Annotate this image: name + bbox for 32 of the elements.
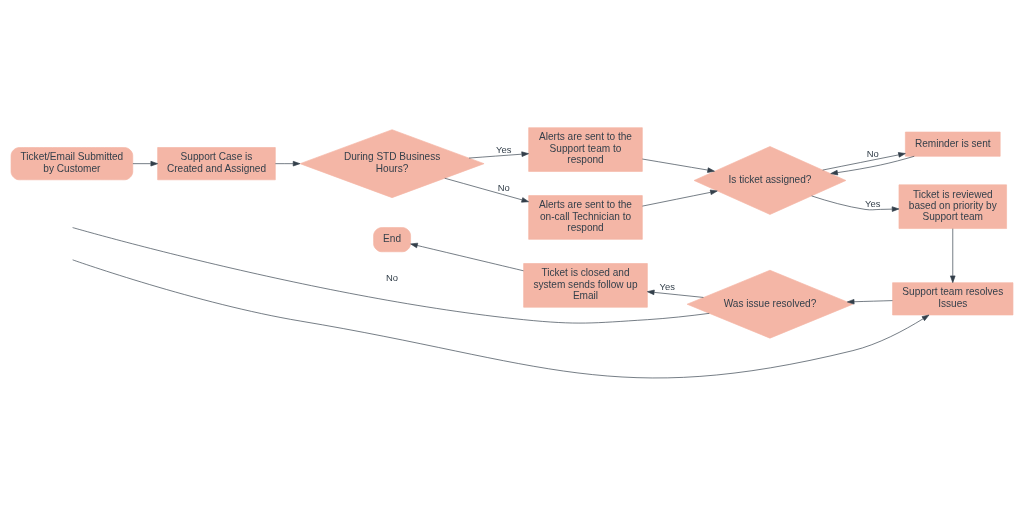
edge-label: Yes (659, 281, 675, 293)
arrow (830, 155, 915, 176)
edge-label: No (497, 182, 510, 194)
node-box: Ticket is reviewed based on priority by Support team (898, 184, 1007, 229)
arrow (275, 160, 301, 167)
edge-label: No (386, 271, 399, 283)
arrow (410, 242, 524, 272)
edge-label: No (866, 148, 879, 160)
node-box: Support team resolves Issues (892, 282, 1014, 316)
node-box: Reminder is sent (905, 131, 1001, 157)
edge-label: Yes (496, 144, 512, 156)
arrow (468, 151, 529, 159)
node-box: Alerts are sent to the Support team to respond (528, 127, 643, 172)
arrow (132, 160, 158, 167)
edge-label: Yes (865, 197, 881, 209)
arrow (444, 177, 529, 203)
arrow (647, 289, 704, 298)
arrow (822, 152, 906, 171)
arrow (642, 189, 718, 207)
arrow (72, 259, 930, 379)
node-diamond: During STD Business Hours? (299, 129, 485, 198)
arrow (642, 158, 715, 173)
node-box: Support Case is Created and Assigned (157, 147, 276, 181)
node-box: Alerts are sent to the on-call Technician to respond (528, 195, 643, 240)
node-box: Ticket is closed and system sends follow up Email (523, 263, 648, 308)
arrow (847, 299, 893, 305)
arrow (811, 195, 900, 212)
connector (72, 227, 710, 324)
node-box: End (373, 227, 411, 253)
node-diamond: Is ticket assigned? (693, 146, 847, 215)
arrow (950, 228, 956, 283)
node-box: Ticket/Email Submitted by Customer (10, 147, 134, 181)
